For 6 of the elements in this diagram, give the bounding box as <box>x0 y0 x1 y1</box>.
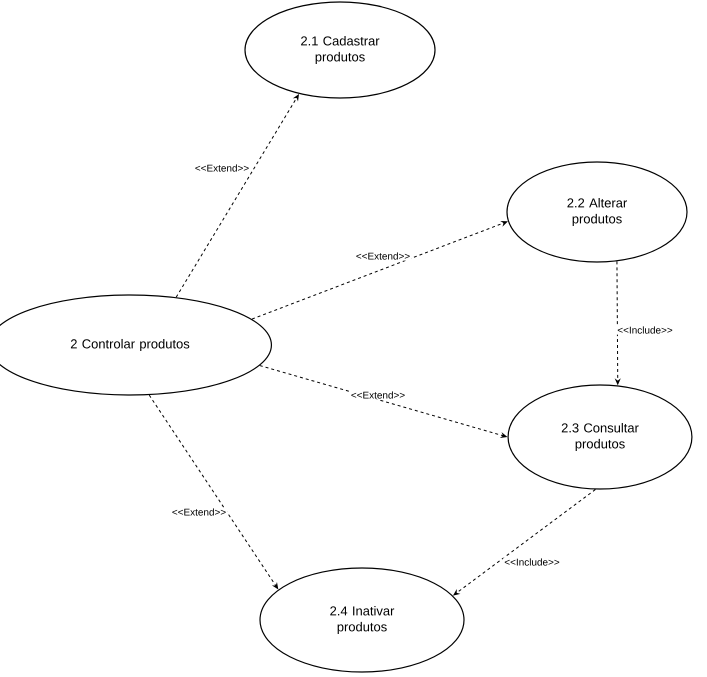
edge-label: <<Extend>> <box>170 507 228 517</box>
edge-label: <<Extend>> <box>194 163 250 173</box>
edge-label: <<Extend>> <box>354 251 412 261</box>
edge-label: <<Include>> <box>616 325 674 335</box>
edge-label: <<Extend>> <box>350 390 406 400</box>
edge-label: <<Include>> <box>503 557 561 567</box>
